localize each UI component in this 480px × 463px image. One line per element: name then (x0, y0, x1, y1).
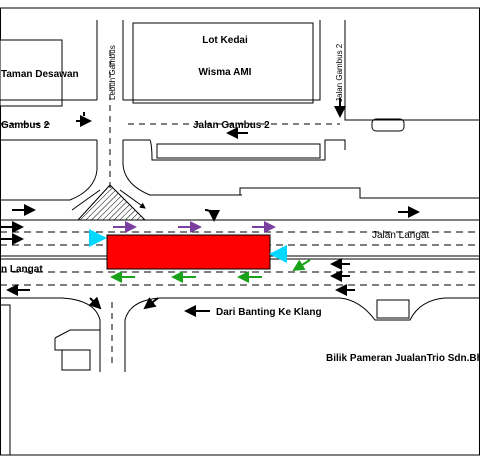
label-bilik-pameran: Bilik Pameran JualanTrio Sdn.Bhd (326, 353, 480, 364)
building-bilik-pameran (376, 299, 410, 319)
road-edge-lower-left (54, 329, 100, 351)
label-jalan-gambus-2: Jalan Gambus 2 (193, 120, 270, 131)
road-lebuh-gambus (96, 20, 124, 100)
hatched-island (76, 184, 147, 221)
merge-arrows (71, 189, 145, 210)
label-lebuh-gambus: Lebuh Gambus (108, 45, 117, 100)
label-wisma-ami: Wisma AMI (199, 67, 252, 78)
label-jalan-gambus-2-vertical: Jalan Gambus 2 (335, 43, 344, 102)
label-jalan-langat-right: Jalan Langat (372, 230, 429, 241)
building-lot-kedai (132, 22, 314, 104)
label-dari-banting: Dari Banting Ke Klang (216, 307, 322, 318)
building-taman-desawan (0, 39, 63, 107)
arrow-icon (88, 296, 102, 310)
label-lot-kedai: Lot Kedai (202, 35, 248, 46)
label-gambus-2-left: Gambus 2 (1, 120, 50, 131)
road-edge-right-upper (122, 140, 242, 196)
road-jalan-gambus-2 (123, 20, 480, 121)
road-edge-right (239, 187, 480, 199)
building-lower-small (61, 349, 91, 371)
road-median (123, 139, 346, 161)
road-jalan-gambus-2-left (0, 99, 97, 141)
road-edge-left-upper (0, 140, 98, 201)
road-edge-langat-bottom (0, 297, 480, 372)
label-taman-desawan: Taman Desawan (1, 69, 79, 80)
label-jalan-langat-left: n Langat (1, 264, 43, 275)
median-island (156, 143, 321, 159)
building-lower-left (0, 304, 11, 455)
work-zone (106, 234, 271, 270)
building-small (371, 118, 405, 132)
arrow-icon (204, 209, 220, 222)
arrow-icon (143, 297, 159, 310)
lane-arrow-icon (292, 259, 311, 272)
